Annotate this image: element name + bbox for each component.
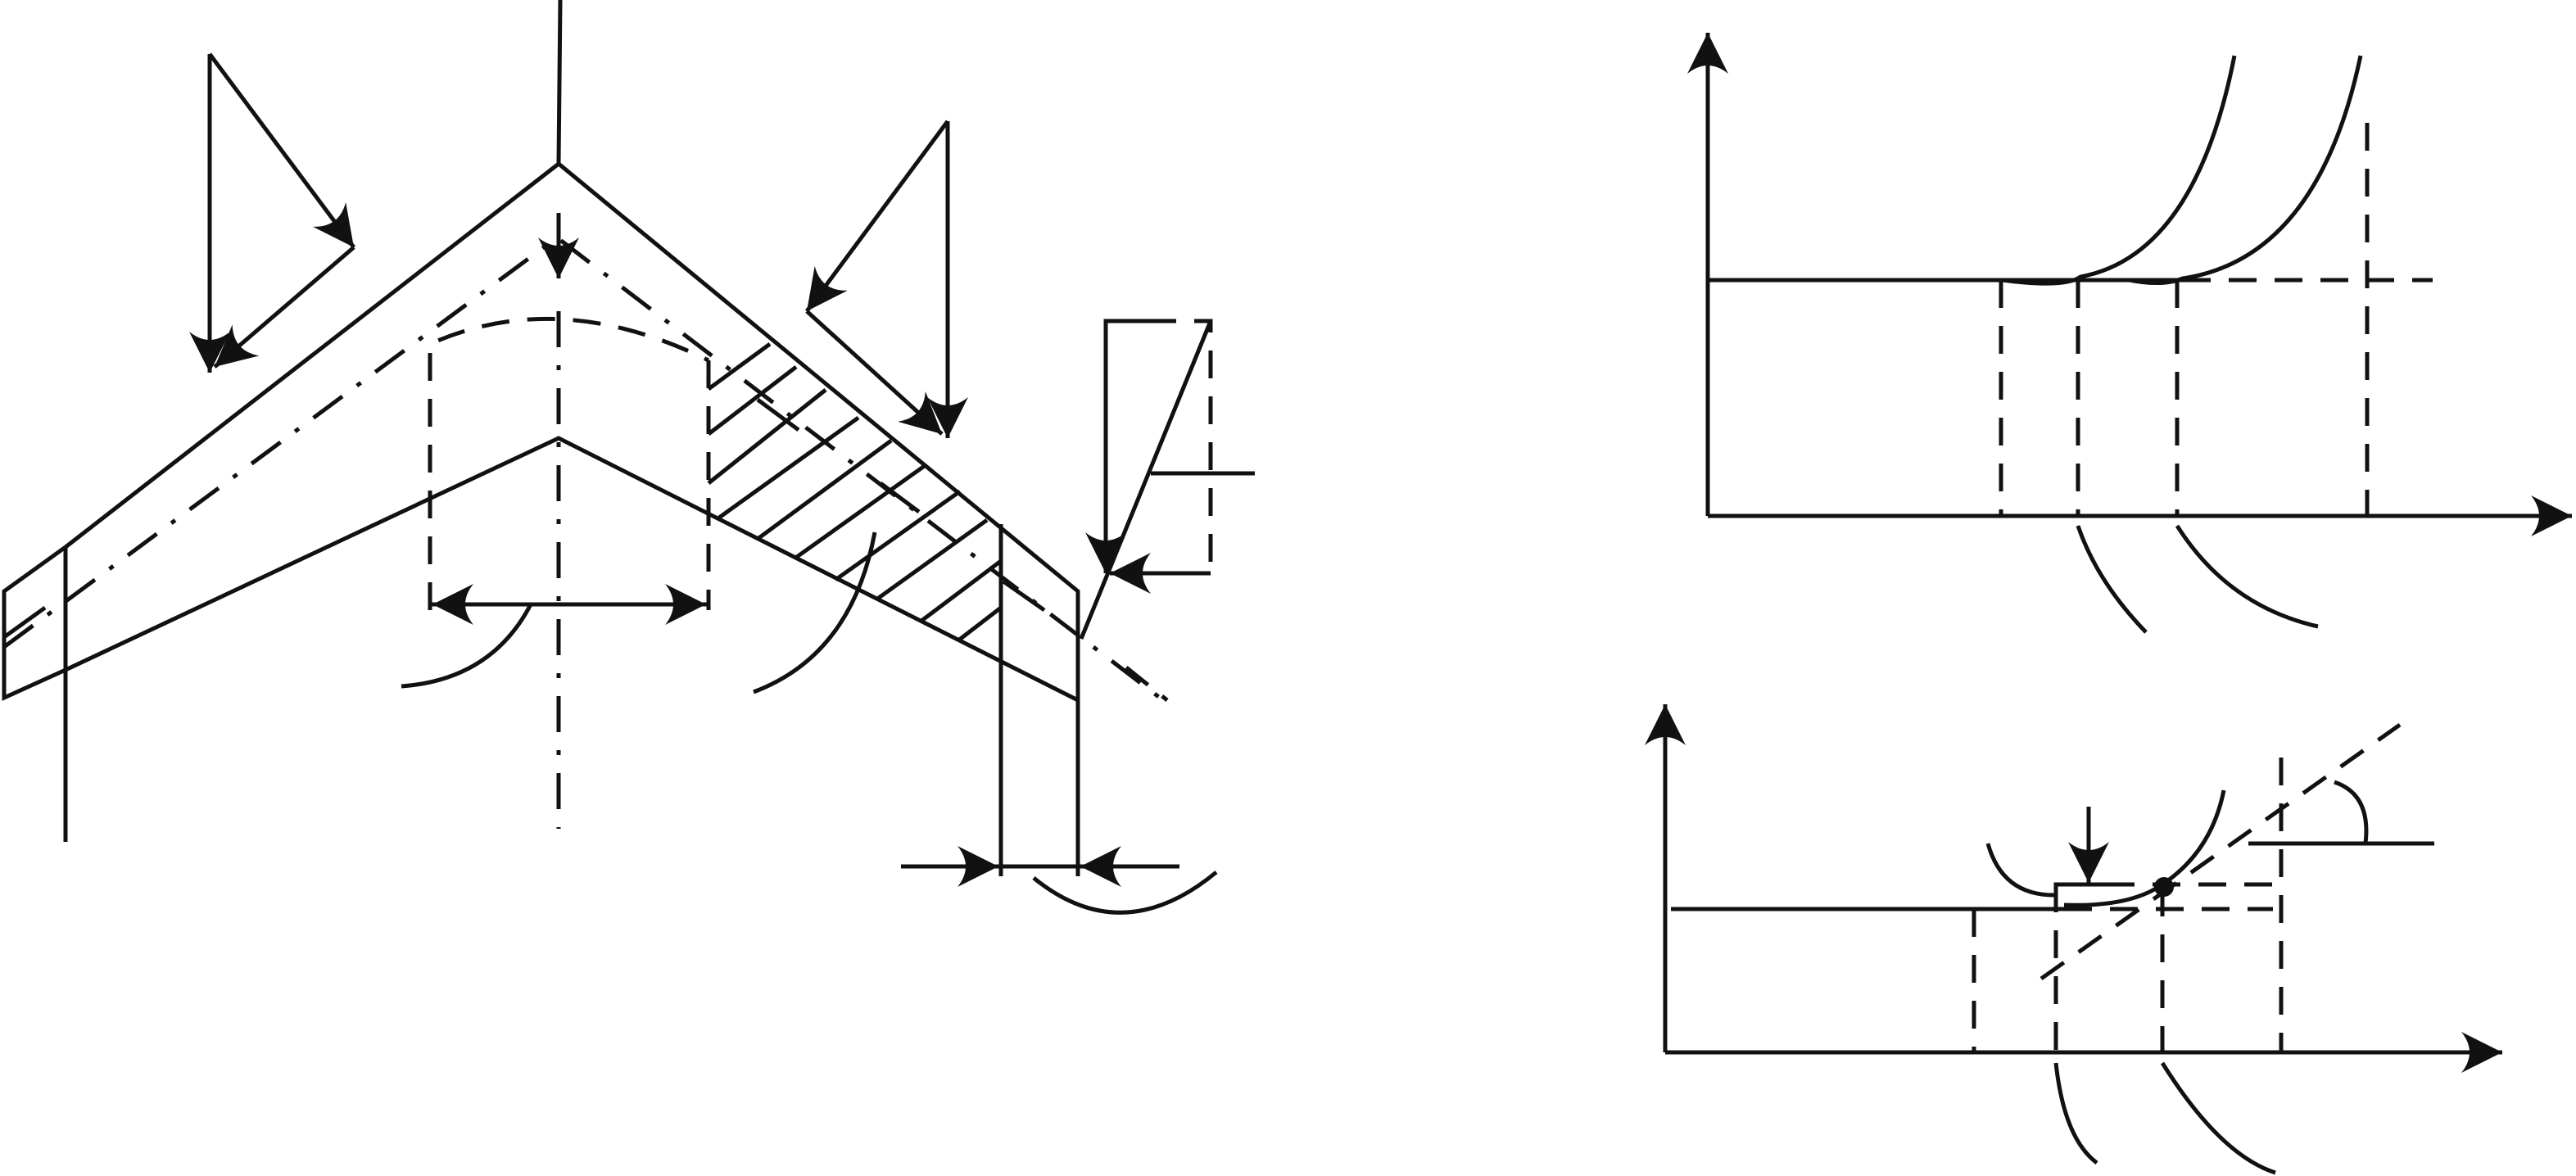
left-end-cap-rib <box>2 605 47 640</box>
leader-curve-left <box>401 603 533 689</box>
load-arrow-right-return <box>805 310 944 436</box>
upper-rise-curve-2 <box>2129 55 2363 286</box>
roof-outer-outline <box>64 161 1080 700</box>
hatched-region <box>707 341 1046 642</box>
lower-diagonal-dashed <box>2040 722 2402 981</box>
load-arrow-left-return <box>213 246 355 369</box>
roof-inner-outline <box>64 436 1080 703</box>
lower-leader-1 <box>2053 1062 2098 1165</box>
angle-bracket-solid <box>1103 319 1148 565</box>
upper-leader-1 <box>2076 525 2148 634</box>
roof-axis <box>2 234 1165 702</box>
leader-curve-bottom <box>1032 871 1218 915</box>
lower-bracket-curve <box>1985 843 2058 898</box>
leader-curve-hatch <box>753 531 877 694</box>
left-end-cap <box>2 545 67 701</box>
upper-leader-2 <box>2175 524 2319 629</box>
right-dash-extension <box>1125 666 1169 702</box>
load-arrow-right-diag <box>804 120 950 313</box>
upper-right-graph <box>1687 33 2572 634</box>
angle-incline-line <box>1079 320 1213 640</box>
lower-rise-curve <box>2063 789 2226 907</box>
lower-right-graph <box>1645 704 2502 1175</box>
lower-angle-arc <box>2334 780 2369 844</box>
roof-section-diagram <box>2 0 1255 915</box>
load-arrow-left-diag <box>207 52 356 249</box>
dashed-arch <box>428 316 710 610</box>
lower-leader-2 <box>2160 1061 2276 1175</box>
upper-rise-curve-1 <box>2002 55 2237 286</box>
ridge-load-line <box>556 0 563 165</box>
